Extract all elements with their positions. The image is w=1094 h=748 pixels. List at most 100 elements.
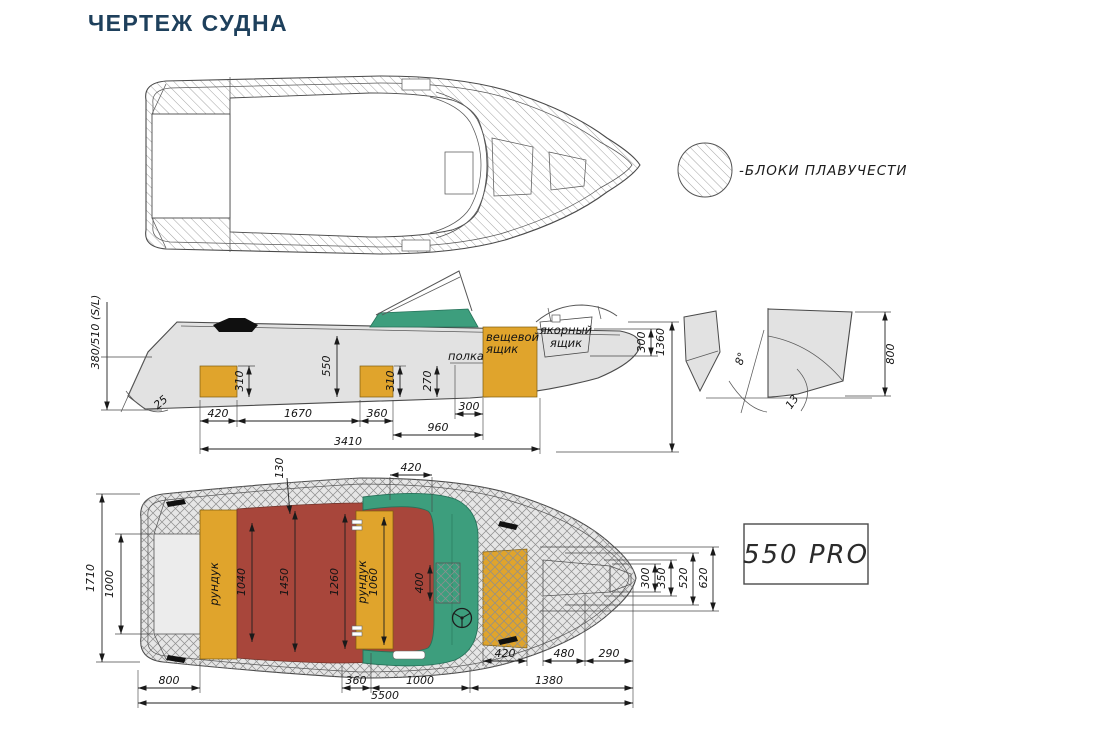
windshield-inner [429,96,482,234]
transom-detail: 8° 13 800 [683,308,897,414]
splash-plate [683,310,721,393]
dim-cockpit-width-2: 1260 [328,514,348,649]
dim-300: 300 [459,400,480,413]
console-side [369,308,479,328]
legend-label: -БЛОКИ ПЛАВУЧЕСТИ [739,163,907,179]
model-badge-label: 550 PRO [743,540,869,570]
bow-locker-hatch [483,549,527,648]
dim-360: 360 [367,407,388,420]
chine-curve [767,335,844,382]
dim-1380: 1380 [535,674,563,687]
windshield-side [375,270,473,316]
dim-3410: 3410 [334,435,362,448]
gunwale-inner-line [147,483,630,673]
svg-text:800: 800 [884,344,897,365]
mid-locker-label: рундук [355,560,369,604]
motor-mount [213,318,258,332]
svg-text:520: 520 [677,568,690,589]
stern-platform [153,533,201,635]
hinge [351,519,363,525]
gunwale-step [401,239,431,252]
svg-text:420: 420 [401,461,422,474]
dim-beam: 1710 [84,493,140,663]
interior-plan-view: рундук рундук 1040 1450 1260 1060 400 13… [84,458,719,708]
dim-bow-w520: 520 [565,552,699,606]
svg-text:1710: 1710 [84,564,97,592]
cleat [166,655,186,663]
svg-text:130: 130 [273,458,286,479]
bow-hatch-1 [491,137,534,197]
dim-side-block-width: 130 [273,458,293,515]
dim-console-block: 400 [413,565,433,601]
rail-stanchion [597,305,602,320]
dim-flare-angle: 8° [728,329,768,414]
console-unit [362,493,479,667]
rail-stanchion [547,307,552,323]
anchor-box [539,316,593,358]
svg-text:1060: 1060 [367,568,380,596]
svg-text:1450: 1450 [278,568,291,596]
dim-transom-height: 800 [845,311,897,397]
svg-text:1040: 1040 [235,568,248,596]
dim-bow-hatch: 420 [495,647,516,660]
side-bottom-dims: 420 1670 360 300 960 3410 [199,365,541,454]
dim-shelf-height: 270 [421,366,440,397]
hinge [351,625,363,631]
svg-text:1260: 1260 [328,568,341,596]
dim-bow-w300: 300 [612,563,661,593]
dim-1670: 1670 [284,407,312,420]
dim-290: 290 [599,647,620,660]
console-box [444,151,474,195]
stern-platform [151,113,231,219]
svg-text:380/510 (S/L): 380/510 (S/L) [89,295,102,370]
gear-box-label-1: вещевой [486,330,540,344]
dim-bow-w620: 620 [540,546,719,612]
gunwale-step [401,78,431,91]
cleat [166,499,186,507]
model-badge-box [743,523,869,585]
flotation-block-icon [677,142,733,198]
side-view: вещевой ящик полка якорный ящик 550 310 … [89,270,679,454]
mid-locker-side [359,365,394,398]
bow-rail [535,304,618,323]
page-title: ЧЕРТЕЖ СУДНА [88,10,289,36]
dim-800: 800 [159,674,180,687]
hinge [351,631,363,637]
bow-step-outline [609,565,632,593]
dim-bow-w350: 350 [604,559,677,597]
model-badge: 550 PRO [743,523,869,585]
seat-slide [392,650,426,660]
svg-text:550: 550 [320,356,333,377]
dim-aft-locker-height: 310 [233,365,255,397]
aft-locker-side [199,365,238,398]
hinge [351,525,363,531]
svg-text:310: 310 [233,371,246,392]
dim-aft-locker-length: 1040 [235,523,255,642]
dim-cockpit-depth: 550 [320,336,340,397]
dim-transom-inner-width: 1000 [103,533,153,635]
plan-bottom-dims: 420 480 290 800 360 1000 1380 5500 [137,585,634,708]
svg-text:400: 400 [413,573,426,594]
aft-locker-label: рундук [207,562,221,606]
dim-bow-height: 1360 [556,321,679,453]
gear-box-label-2: ящик [486,342,518,356]
dim-windshield-width: 420 [389,461,433,512]
cleat [498,521,518,530]
dim-960: 960 [428,421,449,434]
steering-wheel-icon [451,607,473,629]
dim-mid-locker-length: 1060 [367,517,387,645]
anchor-box-label-1: якорный [540,323,593,337]
dim-5500: 5500 [371,689,399,702]
cleat [498,636,518,645]
svg-text:300: 300 [635,332,648,353]
svg-text:620: 620 [697,568,710,589]
svg-text:310: 310 [384,371,397,392]
dim-anchor-box-height: 300 [590,328,658,357]
svg-text:300: 300 [639,568,652,589]
svg-text:350: 350 [655,568,668,589]
dim-420: 420 [208,407,229,420]
svg-text:270: 270 [421,371,434,392]
cockpit-area [229,92,488,238]
dim-mid-locker-height: 310 [384,365,406,397]
